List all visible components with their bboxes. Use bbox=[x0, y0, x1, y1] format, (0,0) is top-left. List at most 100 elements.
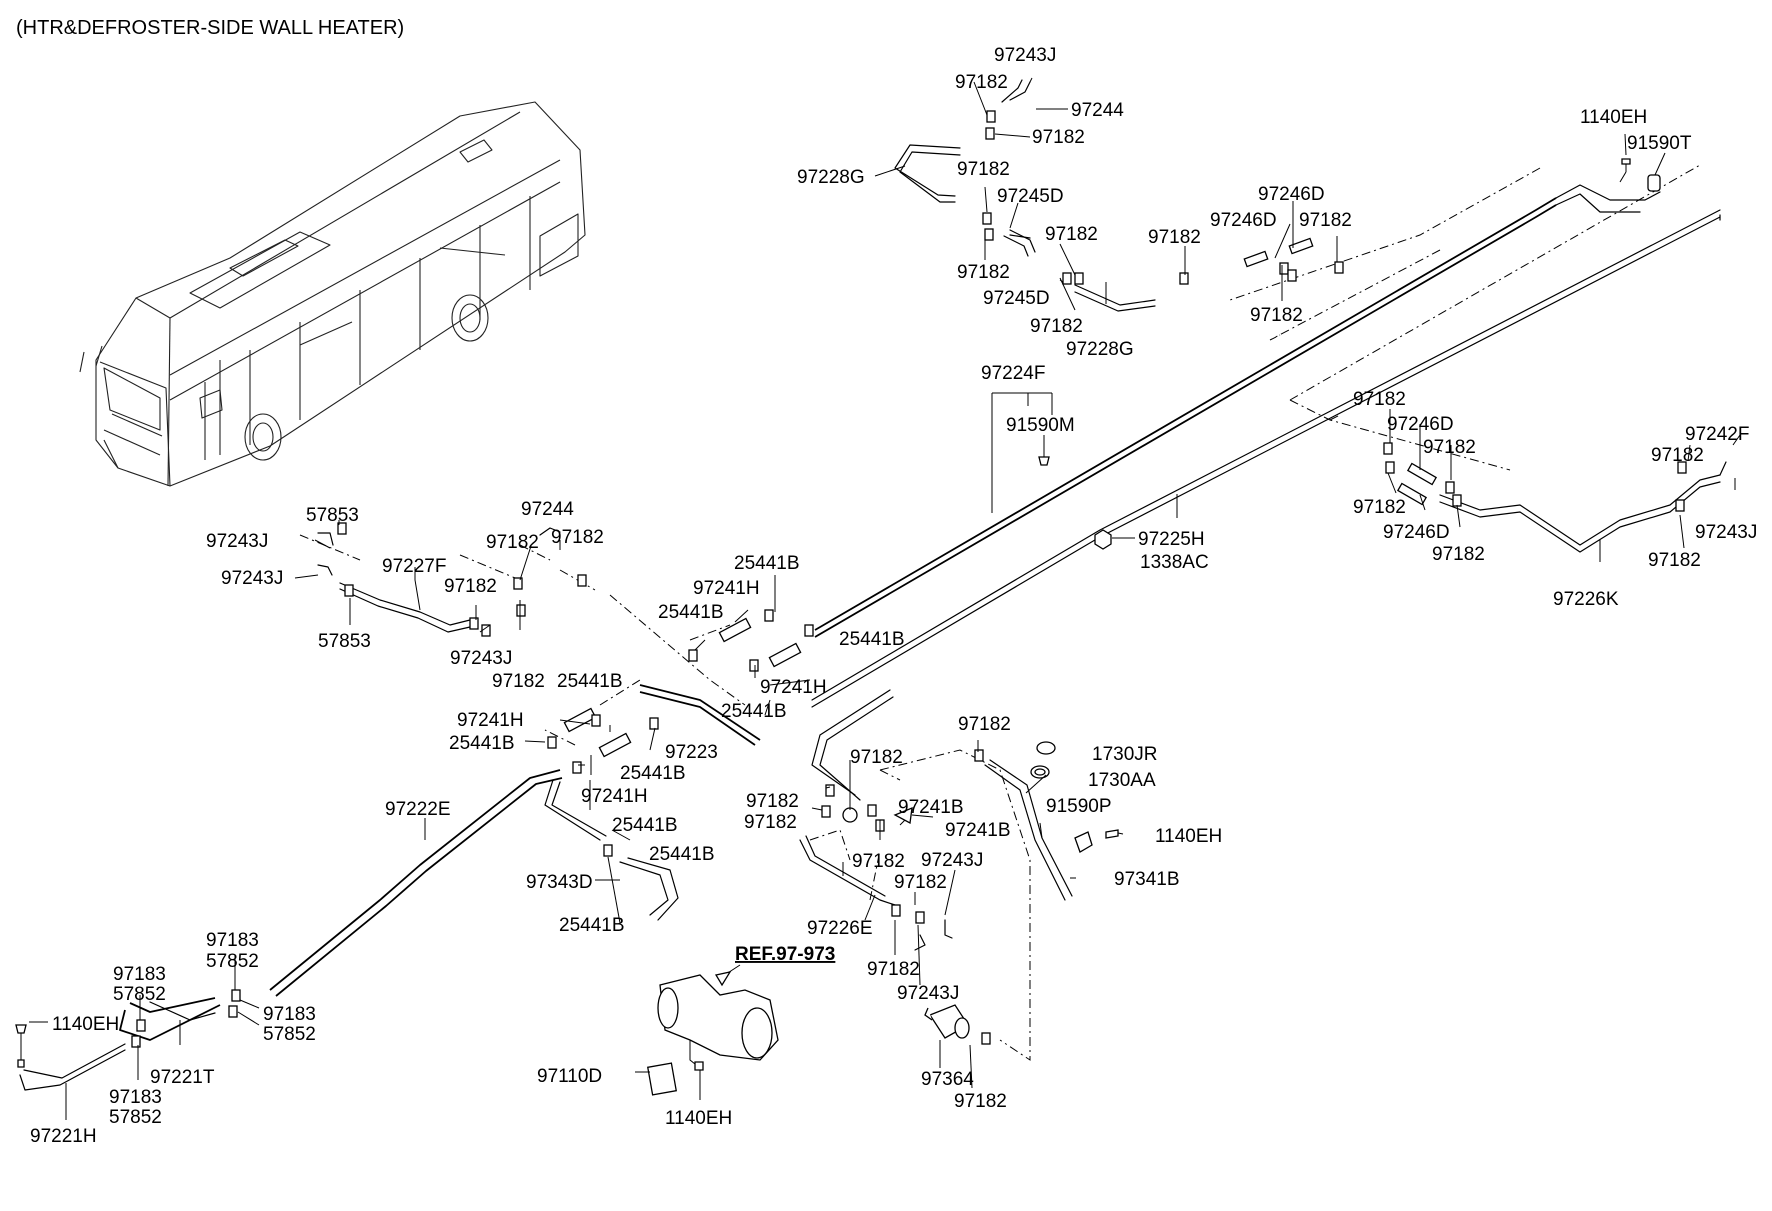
pipes bbox=[19, 79, 1727, 1091]
part-label: 25441B bbox=[839, 629, 905, 650]
part-label: 97182 bbox=[954, 1091, 1007, 1112]
part-label: 97182 bbox=[1045, 224, 1098, 245]
part-label: 97182 bbox=[1032, 127, 1085, 148]
part-label: 25441B bbox=[620, 763, 686, 784]
part-label: 97246D bbox=[1258, 184, 1325, 205]
part-label: 97241H bbox=[457, 710, 524, 731]
dashed-lines bbox=[299, 164, 1701, 1061]
bus-illustration bbox=[79, 101, 586, 487]
part-label: 97224F bbox=[981, 363, 1045, 384]
part-label: 97182 bbox=[444, 576, 497, 597]
part-label: 97241H bbox=[581, 786, 648, 807]
part-label: 97182 bbox=[1148, 227, 1201, 248]
part-label: 25441B bbox=[734, 553, 800, 574]
part-label: 97245D bbox=[983, 288, 1050, 309]
part-label: 57853 bbox=[318, 631, 371, 652]
part-labels: 97243J 97182 97244 97182 97228G 97182 97… bbox=[30, 45, 1757, 1147]
part-label: 1140EH bbox=[1155, 826, 1222, 847]
part-label: 1338AC bbox=[1140, 552, 1209, 573]
part-label: 97182 bbox=[957, 262, 1010, 283]
part-label: 97182 bbox=[1250, 305, 1303, 326]
part-label: 57852 bbox=[263, 1024, 316, 1045]
part-label: 57853 bbox=[306, 505, 359, 526]
reference-label[interactable]: REF.97-973 bbox=[735, 944, 835, 965]
part-label: 1730AA bbox=[1088, 770, 1156, 791]
part-label: 97246D bbox=[1210, 210, 1277, 231]
part-label: 97246D bbox=[1383, 522, 1450, 543]
part-label: 97183 bbox=[263, 1004, 316, 1025]
part-label: 97182 bbox=[1353, 497, 1406, 518]
part-label: 25441B bbox=[649, 844, 715, 865]
part-label: 91590M bbox=[1006, 415, 1075, 436]
part-label: 97241B bbox=[898, 797, 964, 818]
part-label: 1140EH bbox=[52, 1014, 119, 1035]
part-label: 97241H bbox=[693, 578, 760, 599]
part-label: 25441B bbox=[449, 733, 515, 754]
part-label: 97110D bbox=[537, 1066, 602, 1087]
part-label: 97221H bbox=[30, 1126, 97, 1147]
part-label: 97182 bbox=[1299, 210, 1352, 231]
part-label: 97241B bbox=[945, 820, 1011, 841]
part-label: 97243J bbox=[897, 983, 959, 1004]
part-label: 25441B bbox=[721, 701, 787, 722]
part-label: 97182 bbox=[1353, 389, 1406, 410]
part-label: 97182 bbox=[746, 791, 799, 812]
part-label: 97183 bbox=[113, 964, 166, 985]
part-label: 97243J bbox=[1695, 522, 1757, 543]
part-label: 97183 bbox=[206, 930, 259, 951]
part-label: 97221T bbox=[150, 1067, 215, 1088]
part-label: 97182 bbox=[1648, 550, 1701, 571]
part-label: 97182 bbox=[1432, 544, 1485, 565]
part-label: 97243J bbox=[450, 648, 512, 669]
part-label: 97182 bbox=[744, 812, 797, 833]
part-label: 97182 bbox=[1030, 316, 1083, 337]
part-label: 97243J bbox=[994, 45, 1056, 66]
part-label: 25441B bbox=[559, 915, 625, 936]
part-label: 57852 bbox=[109, 1107, 162, 1128]
part-label: 97182 bbox=[852, 851, 905, 872]
part-label: 97243J bbox=[921, 850, 983, 871]
part-label: 97241H bbox=[760, 677, 827, 698]
part-label: 25441B bbox=[612, 815, 678, 836]
part-label: 25441B bbox=[557, 671, 623, 692]
part-label: 97228G bbox=[797, 167, 865, 188]
part-label: 97182 bbox=[1423, 437, 1476, 458]
part-label: 57852 bbox=[206, 951, 259, 972]
part-label: 97244 bbox=[1071, 100, 1124, 121]
part-label: 1140EH bbox=[665, 1108, 732, 1129]
part-label: 97222E bbox=[385, 799, 451, 820]
part-label: 97246D bbox=[1387, 414, 1454, 435]
part-label: 97182 bbox=[1651, 445, 1704, 466]
part-label: 97182 bbox=[957, 159, 1010, 180]
diagram-title: (HTR&DEFROSTER-SIDE WALL HEATER) bbox=[16, 17, 404, 39]
components bbox=[15, 158, 1661, 1096]
part-label: 97182 bbox=[867, 959, 920, 980]
part-label: 1730JR bbox=[1092, 744, 1158, 765]
part-label: 97182 bbox=[958, 714, 1011, 735]
part-label: 97244 bbox=[521, 499, 574, 520]
part-label: 97183 bbox=[109, 1087, 162, 1108]
part-label: 25441B bbox=[658, 602, 724, 623]
part-label: 97182 bbox=[492, 671, 545, 692]
part-label: 1140EH bbox=[1580, 107, 1647, 128]
part-label: 97227F bbox=[382, 556, 446, 577]
part-label: 97226K bbox=[1553, 589, 1619, 610]
part-label: 97228G bbox=[1066, 339, 1134, 360]
part-label: 97243J bbox=[206, 531, 268, 552]
part-label: 91590T bbox=[1627, 133, 1692, 154]
part-label: 97242F bbox=[1685, 424, 1749, 445]
part-label: 97226E bbox=[807, 918, 873, 939]
part-label: 97182 bbox=[894, 872, 947, 893]
part-label: 97364 bbox=[921, 1069, 974, 1090]
part-label: 97343D bbox=[526, 872, 593, 893]
leader-lines bbox=[29, 77, 1741, 1120]
part-label: 97225H bbox=[1138, 529, 1205, 550]
part-label: 97182 bbox=[955, 72, 1008, 93]
part-label: 97182 bbox=[551, 527, 604, 548]
part-label: 97341B bbox=[1114, 869, 1180, 890]
part-label: 97223 bbox=[665, 742, 718, 763]
part-label: 91590P bbox=[1046, 796, 1112, 817]
part-label: 97245D bbox=[997, 186, 1064, 207]
part-label: 97182 bbox=[486, 532, 539, 553]
